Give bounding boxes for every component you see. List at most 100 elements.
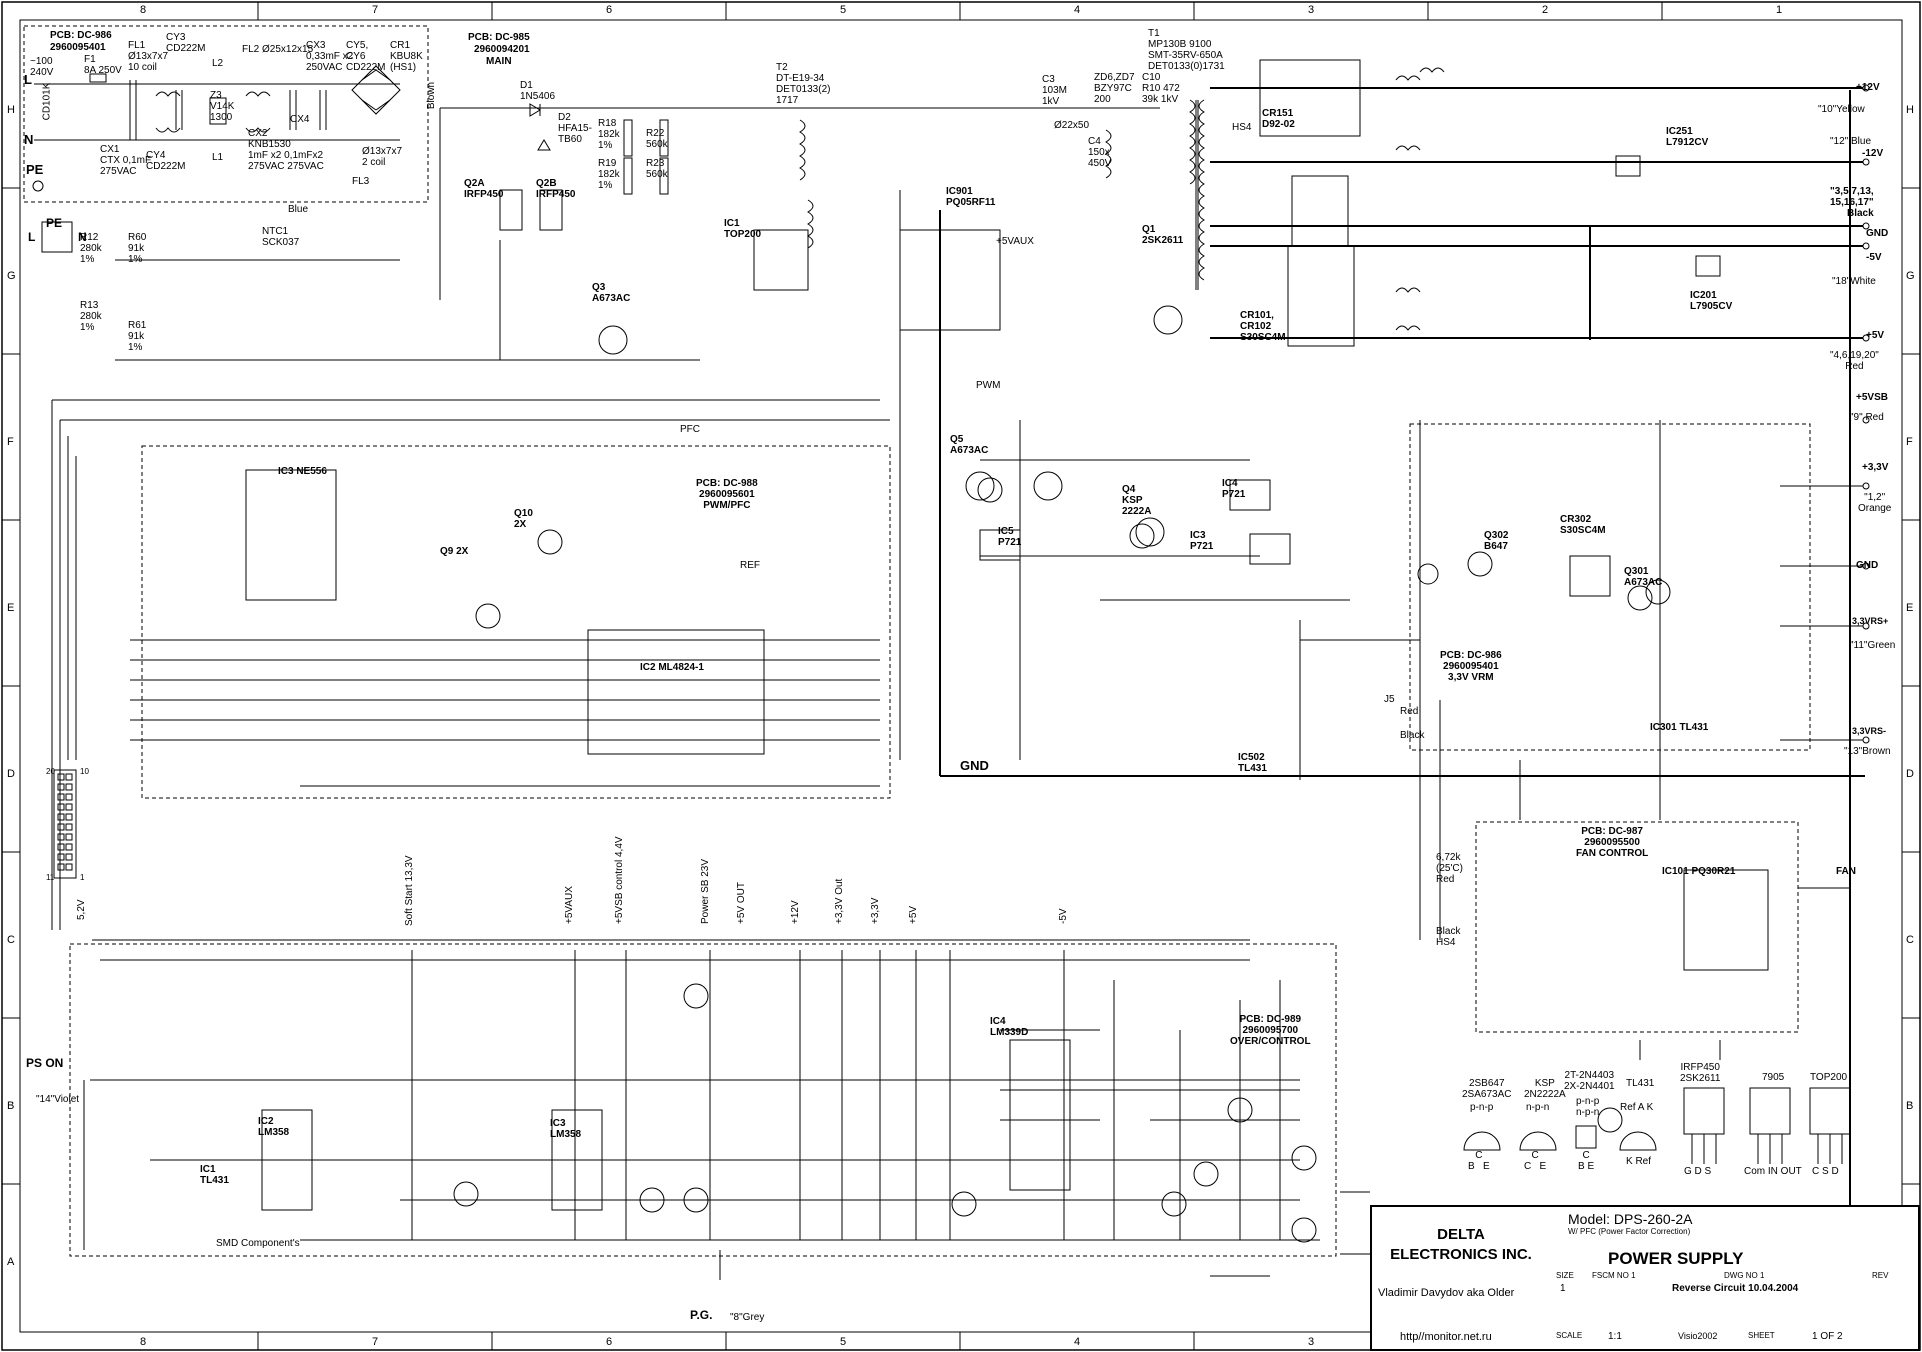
output-terminals xyxy=(1862,84,1870,744)
cx4-label: CX4 xyxy=(290,114,310,125)
j5-red: Red xyxy=(1400,706,1419,717)
ref-label: REF xyxy=(740,560,760,571)
row-label: B xyxy=(1906,1100,1914,1112)
signal-label: +3,3V Out xyxy=(834,878,845,924)
q302-label: Q302 B647 xyxy=(1484,530,1509,552)
socket-pe: PE xyxy=(46,216,63,230)
d1-label: D1 1N5406 xyxy=(520,80,556,102)
fl3-label: FL3 xyxy=(352,176,370,187)
col-label: 7 xyxy=(372,4,379,16)
q2b-label: Q2B IRFP450 xyxy=(536,178,576,200)
package-type: Ref A K xyxy=(1620,1102,1654,1113)
ic3-label: IC3 NE556 xyxy=(278,466,327,477)
rev-label: REV xyxy=(1872,1271,1889,1280)
size-value: 1 xyxy=(1560,1283,1566,1294)
line-l: L xyxy=(24,72,32,87)
row-label: E xyxy=(7,602,15,614)
socket-l: L xyxy=(28,230,36,244)
signal-label: Power SB 23V xyxy=(700,858,711,924)
col-label: 4 xyxy=(1074,1336,1081,1348)
tool-label: Visio2002 xyxy=(1678,1331,1718,1341)
fan-label: FAN xyxy=(1836,866,1856,877)
cy3-label: CY3 CD222M xyxy=(166,32,206,54)
company-name: DELTA ELECTRONICS INC. xyxy=(1390,1226,1532,1263)
main-components xyxy=(499,59,1721,565)
output-voltage: +3,3V xyxy=(1862,462,1889,473)
pg-label: P.G. xyxy=(690,1308,713,1322)
scale-value: 1:1 xyxy=(1608,1331,1622,1342)
signal-label: 5,2V xyxy=(76,899,87,920)
r12-label: R12 280k 1% xyxy=(80,232,102,265)
power-buses xyxy=(939,87,1865,1220)
col-label: 7 xyxy=(372,1336,379,1348)
vaux-label: +5VAUX xyxy=(996,236,1034,247)
row-label: D xyxy=(7,768,15,780)
r22-label: R22 560k xyxy=(646,128,668,150)
output-voltage: 3,3VRS- xyxy=(1852,726,1887,736)
output-voltage: -12V xyxy=(1862,148,1884,159)
r19-label: R19 182k 1% xyxy=(598,158,620,191)
package-name: TL431 xyxy=(1626,1078,1655,1089)
col-label: 2 xyxy=(1542,4,1549,16)
pcb-number: 2960095401 xyxy=(50,42,106,53)
hs4b-label: Black HS4 xyxy=(1436,926,1461,948)
row-label: F xyxy=(1906,436,1913,448)
col-label: 6 xyxy=(606,4,613,16)
z3-label: Z3 V14K 1300 xyxy=(210,90,235,123)
inner-frame xyxy=(19,19,1903,1333)
output-voltage: GND xyxy=(1866,228,1889,239)
main-pcb-label: PCB: DC-985 xyxy=(468,32,530,43)
pg-wire: "8"Grey xyxy=(730,1312,765,1323)
col-label: 4 xyxy=(1074,4,1081,16)
connector-pin: 10 xyxy=(80,767,89,776)
row-label: F xyxy=(7,436,14,448)
c4-label: C4 150x 450V xyxy=(1088,136,1112,169)
c4-size: Ø22x50 xyxy=(1054,120,1090,131)
control-ics xyxy=(245,469,1769,1243)
package-name: KSP 2N2222A xyxy=(1524,1078,1566,1100)
connector-pin: 20 xyxy=(46,767,55,776)
atx-connector xyxy=(53,769,77,879)
row-label: G xyxy=(1906,270,1915,282)
ic4-label: IC4 P721 xyxy=(1222,478,1246,500)
r23-label: R23 560k xyxy=(646,158,668,180)
mains-label: ~100 240V xyxy=(30,56,54,78)
signal-label: Soft Start 13,3V xyxy=(404,855,415,926)
package-legs: C S D xyxy=(1812,1166,1839,1177)
wiring xyxy=(34,83,1865,1280)
signal-label: +3,3V xyxy=(870,897,881,924)
row-label: H xyxy=(1906,104,1914,116)
input-filter-components xyxy=(32,65,401,253)
package-type: p-n-p n-p-n xyxy=(1576,1096,1600,1118)
pfc-label: PFC xyxy=(680,424,700,435)
package-name: TOP200 xyxy=(1810,1072,1848,1083)
cx3-label: CX3 0,33mF x2 250VAC xyxy=(306,40,354,73)
q4-label: Q4 KSP 2222A xyxy=(1122,484,1152,517)
row-label: A xyxy=(7,1256,15,1268)
r60-label: R60 91k 1% xyxy=(128,232,147,265)
ic201-label: IC201 L7905CV xyxy=(1690,290,1733,312)
output-wire: "9" Red xyxy=(1850,412,1884,423)
l1-label: L1 xyxy=(212,152,224,163)
package-name: 2SB647 2SA673AC xyxy=(1462,1078,1512,1100)
q2a-label: Q2A IRFP450 xyxy=(464,178,504,200)
pwm-label: PWM xyxy=(976,380,1001,391)
title-block: DELTA ELECTRONICS INC. Model: DPS-260-2A… xyxy=(1370,1205,1920,1351)
col-label: 5 xyxy=(840,1336,847,1348)
ic301-label: IC301 TL431 xyxy=(1650,722,1709,733)
q9-label: Q9 2X xyxy=(440,546,469,557)
ic3c-label: IC3 LM358 xyxy=(550,1118,582,1140)
zd67-label: ZD6,ZD7 BZY97C 200 xyxy=(1094,72,1135,105)
signal-label: +5VAUX xyxy=(564,886,575,924)
package-name: IRFP450 2SK2611 xyxy=(1680,1062,1721,1084)
cx1-label: CX1 CTX 0,1mF 275VAC xyxy=(100,144,152,177)
fl2-label: FL2 Ø25x12x15 xyxy=(242,44,314,55)
ic3b-label: IC3 P721 xyxy=(1190,530,1214,552)
pcb-boundaries xyxy=(23,25,1811,1257)
dwg-label: DWG NO 1 xyxy=(1724,1271,1765,1280)
q10-label: Q10 2X xyxy=(514,508,533,530)
fscm-label: FSCM NO 1 xyxy=(1592,1271,1636,1280)
output-wire: "13"Brown xyxy=(1844,746,1891,757)
